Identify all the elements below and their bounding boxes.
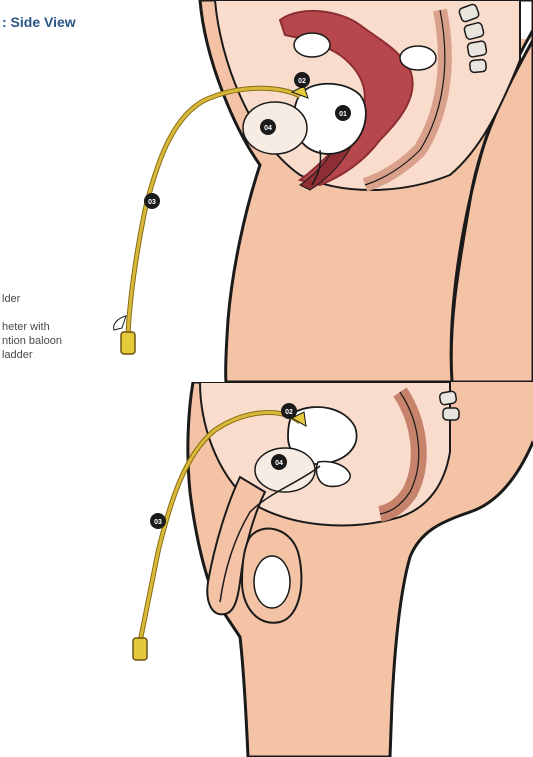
svg-text:03: 03 bbox=[148, 199, 156, 206]
svg-text:03: 03 bbox=[154, 519, 162, 526]
male-testis bbox=[254, 556, 290, 608]
male-badge-04: 04 bbox=[271, 454, 287, 470]
male-figure-panel: 02 03 04 bbox=[0, 382, 533, 757]
male-pubic-bone bbox=[255, 448, 315, 492]
svg-text:02: 02 bbox=[285, 409, 293, 416]
female-anatomy-illustration: 01 02 03 04 bbox=[0, 0, 533, 382]
female-figure-panel: 01 02 03 04 bbox=[0, 0, 533, 382]
male-catheter-tip bbox=[133, 638, 147, 660]
female-catheter-tip bbox=[121, 332, 135, 354]
female-badge-04: 04 bbox=[260, 119, 276, 135]
male-anatomy-illustration: 02 03 04 bbox=[0, 382, 533, 757]
female-catheter-port bbox=[114, 316, 126, 330]
svg-text:02: 02 bbox=[298, 78, 306, 85]
female-badge-01: 01 bbox=[335, 105, 351, 121]
svg-text:01: 01 bbox=[339, 111, 347, 118]
svg-text:04: 04 bbox=[275, 460, 283, 467]
female-badge-02: 02 bbox=[294, 72, 310, 88]
female-ovary-right bbox=[400, 46, 436, 70]
male-badge-02: 02 bbox=[281, 403, 297, 419]
svg-text:04: 04 bbox=[264, 125, 272, 132]
male-badge-03: 03 bbox=[150, 513, 166, 529]
female-badge-03: 03 bbox=[144, 193, 160, 209]
female-ovary-left bbox=[294, 33, 330, 57]
